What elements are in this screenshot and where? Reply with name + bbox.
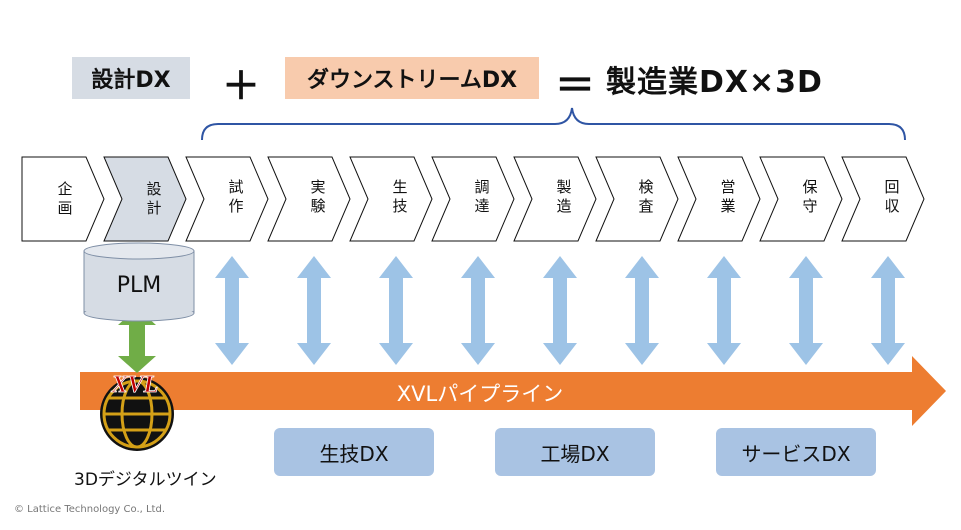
process-step-2 <box>103 156 187 242</box>
downstream-dx-tag: ダウンストリームDX <box>285 57 539 99</box>
process-step-3 <box>185 156 269 242</box>
equals-sign: ＝ <box>555 63 595 109</box>
process-step-8 <box>595 156 679 242</box>
downstream-brace <box>201 107 906 141</box>
process-step-1 <box>21 156 105 242</box>
process-step-label: 試作 <box>228 178 244 215</box>
factory-dx-box: 工場DX <box>495 428 655 476</box>
process-step-label: 企画 <box>57 180 73 217</box>
data-link-arrow <box>543 256 577 365</box>
process-step-4 <box>267 156 351 242</box>
process-step-9 <box>677 156 761 242</box>
process-step-10 <box>759 156 843 242</box>
data-link-arrow <box>215 256 249 365</box>
production-engineering-dx-box: 生技DX <box>274 428 434 476</box>
plus-sign: ＋ <box>222 64 261 108</box>
data-link-arrow <box>789 256 823 365</box>
process-step-label: 生技 <box>392 178 408 215</box>
design-dx-tag: 設計DX <box>72 57 190 99</box>
process-step-label: 保守 <box>802 178 818 215</box>
process-step-5 <box>349 156 433 242</box>
process-step-11 <box>841 156 925 242</box>
data-link-arrow <box>379 256 413 365</box>
xvl-logo-text: XVL <box>111 372 159 398</box>
process-step-7 <box>513 156 597 242</box>
process-step-label: 調達 <box>474 178 490 215</box>
data-link-arrow <box>297 256 331 365</box>
plm-xvl-arrow <box>118 308 156 373</box>
plm-label: PLM <box>116 273 162 298</box>
xvl-logo: XVL <box>100 372 174 451</box>
pipeline-label: XVLパイプライン <box>396 382 564 406</box>
process-step-label: 製造 <box>556 178 572 215</box>
digital-twin-label: 3Dデジタルツイン <box>74 470 217 490</box>
service-dx-box: サービスDX <box>716 428 876 476</box>
process-step-6 <box>431 156 515 242</box>
plm-database <box>83 242 195 322</box>
data-link-arrow <box>461 256 495 365</box>
process-step-label: 回収 <box>884 178 900 215</box>
data-link-arrow <box>707 256 741 365</box>
process-step-label: 検査 <box>638 178 654 215</box>
data-link-arrow <box>625 256 659 365</box>
process-step-label: 設計 <box>146 180 162 217</box>
result-title: 製造業DX×3D <box>606 65 823 100</box>
process-step-label: 実験 <box>310 178 326 215</box>
data-link-arrow <box>871 256 905 365</box>
copyright-text: © Lattice Technology Co., Ltd. <box>14 504 166 515</box>
process-step-label: 営業 <box>720 178 736 215</box>
xvl-pipeline-arrow <box>80 356 946 426</box>
